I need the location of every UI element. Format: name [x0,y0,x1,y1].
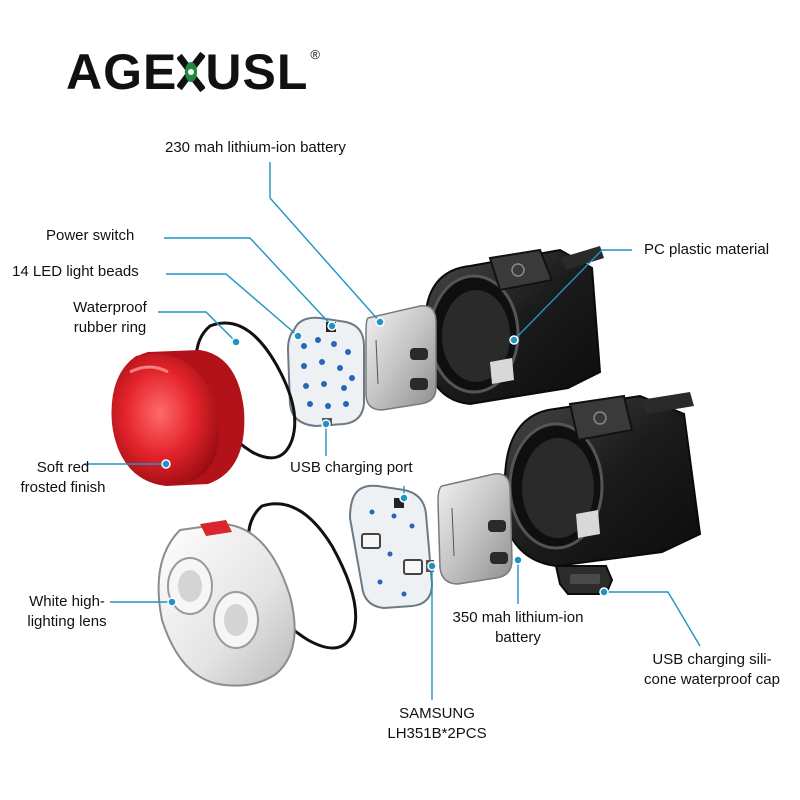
callout-usb-cap: USB charging sili- cone waterproof cap [632,650,792,690]
leaf-eye-logo-icon [177,51,206,93]
leader-lines [84,162,701,700]
leader-usb-cap [604,591,701,647]
dot-pc-plastic [509,335,519,345]
battery-230mah [365,305,437,411]
callout-rubber-ring: Waterproof rubber ring [56,298,164,338]
callout-usb-cap-line1: USB charging sili- [652,651,772,668]
leader-dots [161,317,609,607]
brand-logo: AGE USL® [66,46,321,98]
callout-samsung-line2: LH351B*2PCS [387,725,487,742]
callout-white-lens-line1: White high- [29,593,105,610]
brand-text-right: USL [205,44,309,100]
callout-samsung: SAMSUNG LH351B*2PCS [370,704,504,744]
leader-rubber-ring [158,311,237,343]
callout-white-lens-line2: lighting lens [27,613,107,630]
led-board-lower [348,484,434,610]
brand-text-left: AGE [66,44,178,100]
dot-battery-350 [513,555,523,565]
callout-soft-red: Soft red frosted finish [8,458,118,498]
callout-battery-230: 230 mah lithium-ion battery [165,139,346,156]
dot-white-lens [167,597,177,607]
leader-power-switch [164,237,333,327]
dot-soft-red [161,459,171,469]
dot-usb-port [321,419,331,429]
callout-usb-port: USB charging port [290,459,413,476]
dot-power-switch [327,321,337,331]
dot-battery-230 [375,317,385,327]
callout-rubber-ring-line1: Waterproof [73,299,147,316]
registered-mark: ® [310,47,321,62]
battery-350mah [437,473,513,585]
dot-led-beads [293,331,303,341]
callout-led-beads: 14 LED light beads [12,263,139,280]
callout-soft-red-line1: Soft red [36,459,90,476]
dot-usb-cap [599,587,609,597]
leader-battery-230 [269,162,381,323]
white-clear-lens [157,520,296,687]
leader-pc-plastic [513,249,632,341]
upper-lamp-housing [422,246,604,406]
lower-lamp-housing [500,392,702,568]
leader-led-beads [166,273,299,337]
callout-battery-350-line2: battery [495,629,541,646]
dot-usb-port-lower [399,493,409,503]
dot-rubber-ring [231,337,241,347]
callout-soft-red-line2: frosted finish [20,479,106,496]
callout-usb-cap-line2: cone waterproof cap [644,671,780,688]
dot-samsung [427,561,437,571]
callout-power-switch: Power switch [46,227,135,244]
callout-battery-350: 350 mah lithium-ion battery [436,608,600,648]
callout-white-lens: White high- lighting lens [8,592,126,632]
callout-pc-plastic: PC plastic material [644,241,770,258]
callout-samsung-line1: SAMSUNG [399,705,475,722]
red-rear-lens [111,350,245,486]
callout-battery-350-line1: 350 mah lithium-ion [452,609,584,626]
callout-rubber-ring-line2: rubber ring [73,319,147,336]
